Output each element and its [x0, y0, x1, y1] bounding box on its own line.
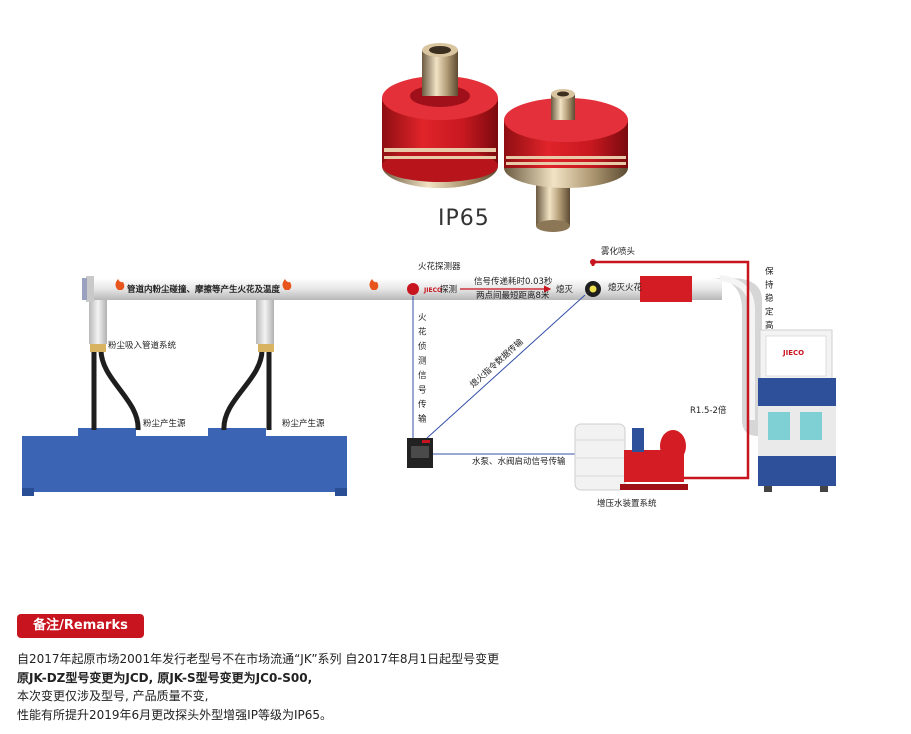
pressureText-char: 持: [765, 280, 774, 291]
dust-intake-label: 粉尘吸入管道系统: [108, 340, 177, 351]
sensor-head-left: [382, 43, 498, 188]
remarks-line-2: 原JK-DZ型号变更为JCD, 原JK-S型号变更为JC0-S00,: [17, 670, 313, 685]
radius-label: R1.5-2倍: [690, 405, 727, 416]
detector-brand: JIECO: [423, 287, 442, 294]
sensor-head-right: [504, 89, 628, 232]
booster-label: 增压水装置系统: [597, 498, 657, 509]
extinguish-spark-label: 熄灭火花: [608, 282, 643, 293]
pressureText-char: 高: [765, 320, 774, 331]
sparkSignalText-char: 传: [418, 399, 427, 410]
signal-time: 信号传递耗时0.03秒: [474, 276, 553, 287]
flex-hoses: [91, 349, 272, 431]
signal-distance: 两点间最短距离8米: [476, 290, 550, 301]
sensor-product-image: [382, 43, 628, 232]
dust-source-label-1: 粉尘产生源: [143, 418, 186, 429]
pipe-collision-label: 管道内粉尘碰撞、摩擦等产生火花及温度: [127, 284, 281, 295]
control-box: [407, 438, 433, 468]
duct-end-cap: [82, 276, 94, 302]
detect-label: 探测: [440, 284, 457, 295]
remarks-text: 自2017年起原市场2001年发行老型号不在市场流通“JK”系列 自2017年8…: [17, 650, 499, 724]
spark-detector-icon: [407, 283, 419, 295]
sparkSignalText-char: 号: [418, 386, 427, 396]
pump-signal-label: 水泵、水阀启动信号传输: [472, 456, 566, 467]
dust-collector: [758, 329, 836, 492]
blue-signal-lines: [412, 294, 586, 455]
flame-icons: [115, 279, 379, 290]
remarks-badge: 备注/Remarks: [17, 614, 144, 638]
booster-water-system: [574, 423, 688, 491]
remarks-line-1: 自2017年起原市场2001年发行老型号不在市场流通“JK”系列 自2017年8…: [17, 652, 500, 666]
sparkSignalText-char: 测: [418, 357, 427, 367]
sparkSignalText-char: 信: [418, 370, 427, 381]
extinguish-section: [640, 276, 692, 302]
extinguish-label: 熄灭: [556, 284, 574, 295]
diagonal-command-label: 熄火指令数据传输: [468, 336, 526, 390]
pressureText-char: 保: [765, 266, 774, 277]
sparkSignalText-char: 火: [418, 313, 427, 323]
sparkSignalText-char: 侦: [418, 341, 427, 352]
hose-gold-couplings: [90, 342, 274, 352]
pressureText-char: 定: [765, 307, 774, 318]
sparkSignalText-char: 花: [418, 327, 427, 338]
nozzle-icon: [590, 259, 596, 265]
spark-detector-label: 火花探测器: [418, 261, 461, 272]
ip-rating-label: IP65: [438, 206, 490, 231]
collector-brand: JIECO: [782, 349, 804, 357]
nozzle-label: 雾化喷头: [601, 246, 636, 257]
spark-detection-diagram: 火花探测器 JIECO 探测 信号传递耗时0.03秒 两点间最短距离8米 熄灭 …: [22, 246, 836, 509]
remarks-line-4: 性能有所提升2019年6月更改探头外型增强IP等级为IP65。: [17, 707, 332, 722]
pressureText-char: 稳: [765, 293, 774, 304]
remarks-line-3: 本次变更仅涉及型号, 产品质量不变,: [17, 689, 209, 703]
sparkSignalText-char: 输: [418, 414, 427, 425]
dust-source-label-2: 粉尘产生源: [282, 418, 325, 429]
dust-source-platform: [22, 428, 347, 496]
